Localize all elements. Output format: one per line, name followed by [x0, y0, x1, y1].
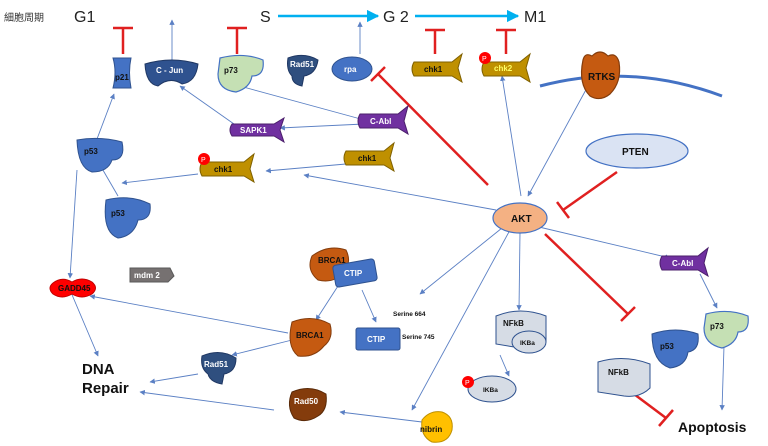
svg-text:p21: p21: [115, 73, 129, 82]
phosphate-chk2: [479, 52, 491, 64]
svg-text:SAPK1: SAPK1: [240, 126, 267, 135]
svg-text:PTEN: PTEN: [622, 147, 649, 158]
svg-text:NFkB: NFkB: [608, 368, 629, 377]
svg-text:mdm 2: mdm 2: [134, 271, 160, 280]
serine-664-label: Serine 664: [393, 311, 426, 318]
svg-text:RTKS: RTKS: [588, 72, 616, 83]
svg-text:nibrin: nibrin: [420, 425, 442, 434]
svg-text:P: P: [465, 380, 470, 387]
svg-text:Rad50: Rad50: [294, 397, 319, 406]
p73-top-protein: p73: [217, 54, 264, 93]
p53-right-protein: p53: [651, 329, 699, 369]
gadd45-protein: GADD45: [49, 278, 96, 298]
dna-label: DNA: [82, 361, 115, 378]
svg-text:Rad51: Rad51: [290, 60, 315, 69]
svg-text:NFkB: NFkB: [503, 319, 524, 328]
chk2-protein: chk2 P: [479, 52, 531, 84]
svg-text:BRCA1: BRCA1: [296, 331, 324, 340]
cell-cycle-header: 細胞周期 G1 S G 2 M1: [4, 9, 546, 26]
svg-text:CTIP: CTIP: [344, 269, 363, 278]
sapk1-protein: SAPK1: [229, 116, 285, 144]
svg-text:chk2: chk2: [494, 64, 513, 73]
phase-s: S: [260, 9, 271, 26]
svg-text:rpa: rpa: [344, 65, 357, 74]
inhibition-marks-top: [113, 26, 516, 54]
svg-text:chk1: chk1: [214, 165, 233, 174]
mdm2-protein: mdm 2: [129, 267, 175, 283]
rtks-receptor: RTKS: [580, 51, 621, 100]
svg-text:p73: p73: [710, 322, 724, 331]
ctip-bottom-protein: CTIP: [355, 327, 401, 351]
nfkb-right-protein: NFkB: [597, 358, 651, 397]
phase-m1: M1: [524, 9, 546, 26]
repair-label: Repair: [82, 380, 129, 397]
ikba-center-protein: IKBa: [511, 330, 547, 354]
rad50-protein: Rad50: [288, 388, 327, 422]
svg-text:chk1: chk1: [424, 65, 443, 74]
svg-text:chk1: chk1: [358, 154, 377, 163]
phosphate-chk1: [198, 153, 210, 165]
serine-745-label: Serine 745: [402, 334, 435, 341]
ctip-top-protein: CTIP: [332, 258, 378, 288]
rad51-top-protein: Rad51: [287, 54, 319, 87]
chk1-right-protein: chk1: [343, 141, 395, 173]
svg-text:P: P: [482, 56, 487, 63]
inhibition-marks: [370, 66, 674, 427]
svg-text:C-Abl: C-Abl: [672, 259, 693, 268]
cell-cycle-label: 細胞周期: [4, 11, 44, 24]
activation-arrows: [67, 19, 725, 423]
svg-text:BRCA1: BRCA1: [318, 256, 346, 265]
phase-g1: G1: [74, 9, 95, 26]
c-abl-right-protein: C-Abl: [659, 246, 709, 278]
p53-upper-protein: p53: [76, 137, 124, 173]
c-jun-protein: C - Jun: [144, 59, 199, 87]
p73-right-protein: p73: [703, 310, 749, 349]
svg-text:C - Jun: C - Jun: [156, 66, 183, 75]
p53-lower-protein: p53: [104, 197, 151, 239]
svg-text:C-Abl: C-Abl: [370, 117, 391, 126]
nibrin-protein: nibrin: [420, 411, 453, 443]
c-abl-top-protein: C-Abl: [357, 104, 409, 136]
ikba-p-protein: IKBa P: [462, 375, 517, 403]
svg-text:p53: p53: [660, 342, 674, 351]
apoptosis-label: Apoptosis: [678, 419, 747, 435]
svg-text:CTIP: CTIP: [367, 335, 386, 344]
cell-membrane: [539, 74, 723, 98]
akt-protein: AKT: [492, 202, 548, 234]
svg-text:GADD45: GADD45: [58, 284, 91, 293]
svg-text:p73: p73: [224, 66, 238, 75]
rpa-protein: rpa: [331, 56, 373, 82]
phase-g2: G 2: [383, 9, 409, 26]
rad51-bottom-protein: Rad51: [201, 352, 237, 385]
svg-text:P: P: [201, 157, 206, 164]
svg-text:p53: p53: [84, 147, 98, 156]
svg-text:IKBa: IKBa: [520, 340, 535, 347]
phosphate-ikba: [462, 376, 474, 388]
chk1-mid-protein: chk1 P: [198, 152, 255, 184]
p21-protein: p21: [112, 57, 132, 89]
pten-protein: PTEN: [585, 133, 689, 169]
chk1-top-protein: chk1: [411, 52, 463, 84]
svg-text:AKT: AKT: [511, 214, 532, 225]
svg-text:IKBa: IKBa: [483, 387, 498, 394]
svg-text:Rad51: Rad51: [204, 360, 229, 369]
brca1-bottom-protein: BRCA1: [289, 318, 332, 357]
svg-text:p53: p53: [111, 209, 125, 218]
